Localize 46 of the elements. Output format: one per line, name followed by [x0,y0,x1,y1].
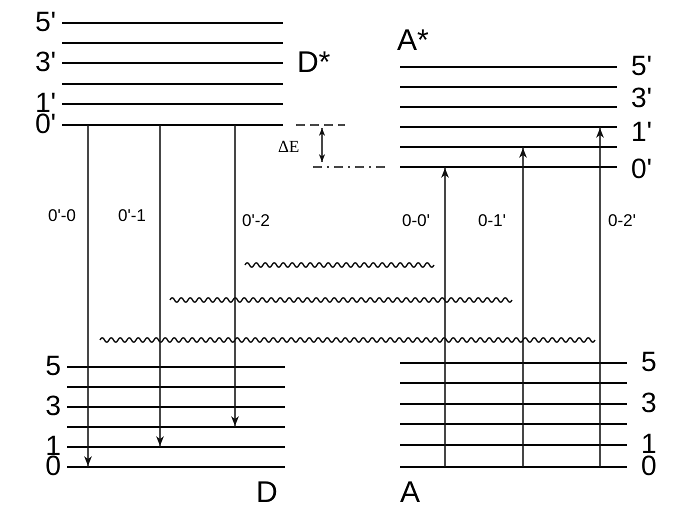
energy-level-line [62,62,283,64]
energy-level-line [400,86,617,88]
arrow [156,126,164,446]
energy-level-line [67,366,285,368]
level-number: 0 [641,452,657,480]
energy-level-line [67,426,285,428]
state-label: A [400,478,420,508]
energy-level-line [67,386,285,388]
level-number: 3 [45,392,61,420]
level-number: 5' [631,52,652,80]
energy-level-line [62,103,283,105]
arrow [231,126,239,426]
energy-level-line [62,42,283,44]
energy-level-line [67,446,285,448]
level-number: 3 [641,389,657,417]
energy-level-line [67,406,285,408]
energy-level-line [62,22,283,24]
energy-level-line [400,362,627,364]
state-label: D [256,478,278,508]
level-number: 5' [35,8,56,36]
level-number: 3' [631,84,652,112]
state-label: A* [397,26,429,56]
energy-level-line [400,126,617,128]
energy-level-line [400,444,627,446]
energy-level-line [62,83,283,85]
energy-level-line [400,382,627,384]
energy-level-line [62,124,283,126]
arrow [519,148,527,466]
arrow [441,168,449,466]
level-number: 3' [35,48,56,76]
energy-level-line [67,466,285,468]
level-number: 1' [631,118,652,146]
energy-level-line [400,146,617,148]
state-label: D* [297,48,330,78]
energy-level-line [400,166,617,168]
level-number: 5 [45,352,61,380]
energy-level-line [400,423,627,425]
energy-level-line [400,106,617,108]
energy-gap-label: ΔE [278,138,300,155]
level-number: 0' [631,155,652,183]
arrow [84,126,92,466]
energy-level-line [400,403,627,405]
level-number: 5 [641,348,657,376]
energy-level-line [400,466,627,468]
energy-level-line [400,66,617,68]
arrow [596,128,604,466]
